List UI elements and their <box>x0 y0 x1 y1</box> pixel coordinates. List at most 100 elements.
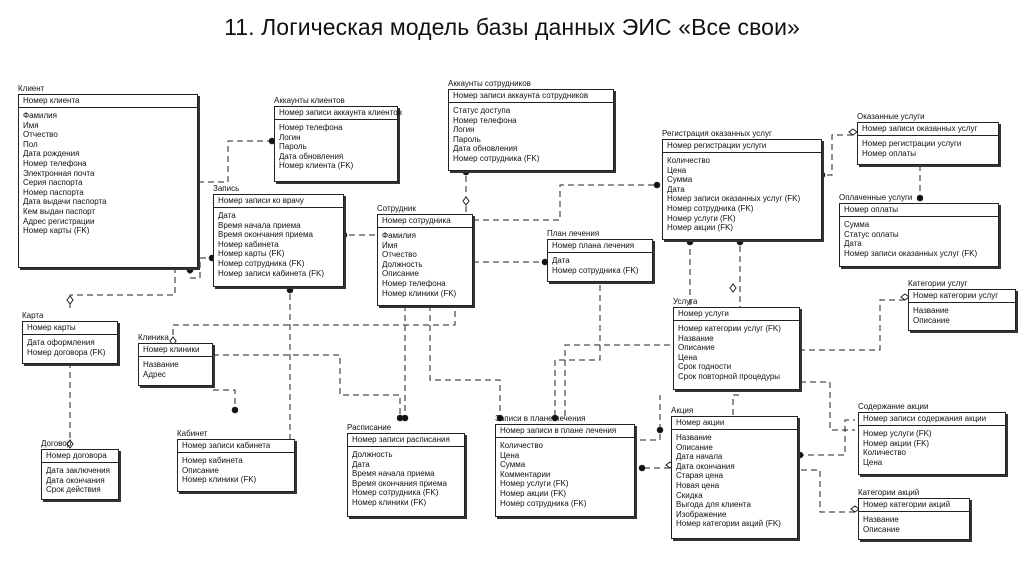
entity-attribute: Номер кабинета <box>218 239 279 249</box>
entity-attribute: Выгода для клиента <box>676 500 751 510</box>
entity-attribute: Номер сотрудника (FK) <box>218 258 305 268</box>
entity-name: Сотрудник <box>377 204 416 213</box>
entity-attributes: Дата заключения Дата окончания Срок дейс… <box>42 463 118 498</box>
entity-attribute: Дата <box>352 459 370 469</box>
entity-name: Аккаунты сотрудников <box>448 79 531 88</box>
entity-attribute: Номер клиента (FK) <box>279 161 354 171</box>
entity-primary-key: Номер записи кабинета <box>178 440 294 453</box>
entity-service-registration[interactable]: Регистрация оказанных услуг Номер регист… <box>662 129 822 240</box>
entity-attribute: Комментарии <box>500 469 551 479</box>
entity-attribute: Цена <box>500 450 520 460</box>
entity-attribute: Номер услуги (FK) <box>500 479 569 489</box>
entity-name: Карта <box>22 311 44 320</box>
entity-name: Категории акций <box>858 488 920 497</box>
entity-attribute: Серия паспорта <box>23 178 83 188</box>
entity-attribute: Дата обновления <box>453 144 518 154</box>
rel-service-plan-entries <box>564 344 670 420</box>
entity-attribute: Время начала приема <box>352 469 435 479</box>
entity-box: Номер записи аккаунта клиентов Номер тел… <box>274 106 402 182</box>
entity-attributes: Должность Дата Время начала приема Время… <box>348 447 464 511</box>
entity-attribute: Название <box>676 433 712 442</box>
entity-appointment[interactable]: Запись Номер записи ко врачу Дата Время … <box>213 184 344 287</box>
entity-treatment-plan[interactable]: План лечения Номер плана лечения Дата Но… <box>547 229 653 282</box>
entity-attribute: Сумма <box>667 175 693 185</box>
entity-box: Номер записи содержания акции Номер услу… <box>858 412 1006 475</box>
entity-primary-key: Номер записи в плане лечения <box>496 425 634 438</box>
entity-attribute: Имя <box>23 120 39 130</box>
entity-attribute: Описание <box>182 465 219 475</box>
entity-staff-accounts[interactable]: Аккаунты сотрудников Номер записи аккаун… <box>448 79 614 171</box>
entity-attribute: Сумма <box>844 220 870 229</box>
entity-attribute: Дата рождения <box>23 149 80 159</box>
entity-box: Номер категории услуг Название Описание <box>908 289 1016 331</box>
entity-attribute: Старая цена <box>676 471 724 481</box>
entity-attribute: Название <box>913 306 949 315</box>
entity-plan-entries[interactable]: Записи в плане лечения Номер записи в пл… <box>495 414 635 517</box>
entity-attribute: Номер карты (FK) <box>218 249 285 259</box>
entity-card[interactable]: Карта Номер карты Дата оформления Номер … <box>22 311 118 364</box>
entity-attribute: Номер карты (FK) <box>23 226 90 236</box>
entity-attributes: Статус доступа Номер телефона Логин Паро… <box>449 103 613 167</box>
rel-plan-entries-employee <box>640 395 661 441</box>
entity-service[interactable]: Услуга Номер услуги Номер категории услу… <box>673 297 800 390</box>
entity-promotion-content[interactable]: Содержание акции Номер записи содержания… <box>858 402 1006 475</box>
entity-name: План лечения <box>547 229 600 238</box>
entity-employee[interactable]: Сотрудник Номер сотрудника Фамилия Имя О… <box>377 204 473 306</box>
entity-box: Номер записи расписания Должность Дата В… <box>347 433 465 517</box>
entity-attribute: Новая цена <box>676 480 720 490</box>
entity-attribute: Пароль <box>279 142 307 152</box>
entity-primary-key: Номер сотрудника <box>378 215 472 228</box>
entity-primary-key: Номер клиники <box>139 344 212 357</box>
entity-clinic[interactable]: Клиника Номер клиники Название Адрес <box>138 333 213 386</box>
rel-end-diamond <box>66 295 74 305</box>
rel-end-dot <box>186 266 194 274</box>
entity-attribute: Номер акции (FK) <box>863 438 930 448</box>
entity-name: Акция <box>671 406 694 415</box>
entity-attribute: Номер сотрудника (FK) <box>667 203 754 213</box>
entity-attribute: Номер категории акций (FK) <box>676 519 781 529</box>
entity-rendered-services[interactable]: Оказанные услуги Номер записи оказанных … <box>857 112 999 165</box>
entity-attributes: Номер кабинета Описание Номер клиники (F… <box>178 453 294 488</box>
entity-attribute: Изображение <box>676 509 727 519</box>
entity-schedule[interactable]: Расписание Номер записи расписания Должн… <box>347 423 465 517</box>
entity-attribute: Номер регистрации услуги <box>862 139 962 148</box>
rel-end-dot <box>638 464 646 472</box>
rel-end-dot <box>231 406 239 414</box>
entity-attribute: Номер категории услуг (FK) <box>678 324 781 333</box>
entity-attribute: Количество <box>667 156 710 165</box>
entity-name: Услуга <box>673 297 698 306</box>
entity-service-categories[interactable]: Категории услуг Номер категории услуг На… <box>908 279 1016 331</box>
entity-contract[interactable]: Договор Номер договора Дата заключения Д… <box>41 439 119 500</box>
entity-primary-key: Номер договора <box>42 450 118 463</box>
rel-end-dot <box>496 414 504 422</box>
entity-attribute: Срок годности <box>678 362 732 372</box>
entity-box: Номер записи аккаунта сотрудников Статус… <box>448 89 614 171</box>
entity-primary-key: Номер клиента <box>19 95 197 108</box>
entity-attribute: Номер клиники (FK) <box>382 288 457 298</box>
entity-attribute: Логин <box>453 125 475 135</box>
entity-attribute: Дата <box>552 256 570 265</box>
entity-attributes: Название Описание <box>859 512 969 537</box>
entity-name: Оказанные услуги <box>857 112 925 121</box>
entity-promotion[interactable]: Акция Номер акции Название Описание Дата… <box>671 406 798 539</box>
entity-attribute: Описание <box>382 269 419 279</box>
entity-attribute: Время начала приема <box>218 220 301 230</box>
entity-client-accounts[interactable]: Аккаунты клиентов Номер записи аккаунта … <box>274 96 402 182</box>
rel-end-dot <box>401 414 409 422</box>
entity-attributes: Фамилия Имя Отчество Должность Описание … <box>378 228 472 301</box>
entity-primary-key: Номер записи аккаунта клиентов <box>275 107 402 120</box>
entity-attribute: Адрес <box>143 369 166 379</box>
rel-end-dot <box>916 194 924 202</box>
entity-attribute: Номер клиники (FK) <box>352 497 427 507</box>
entity-box: Номер сотрудника Фамилия Имя Отчество До… <box>377 214 473 306</box>
entity-attribute: Номер сотрудника (FK) <box>552 265 639 275</box>
entity-cabinet[interactable]: Кабинет Номер записи кабинета Номер каби… <box>177 429 295 492</box>
rel-end-dot <box>551 414 559 422</box>
entity-box: Номер клиники Название Адрес <box>138 343 213 386</box>
entity-paid-services[interactable]: Оплаченные услуги Номер оплаты Сумма Ста… <box>839 193 999 267</box>
entity-promotion-categories[interactable]: Категории акций Номер категории акций На… <box>858 488 970 540</box>
entity-attribute: Цена <box>678 352 698 362</box>
entity-client[interactable]: Клиент Номер клиента Фамилия Имя Отчеств… <box>18 84 198 268</box>
rel-promo-content <box>798 419 855 456</box>
entity-attribute: Номер телефона <box>453 115 517 125</box>
